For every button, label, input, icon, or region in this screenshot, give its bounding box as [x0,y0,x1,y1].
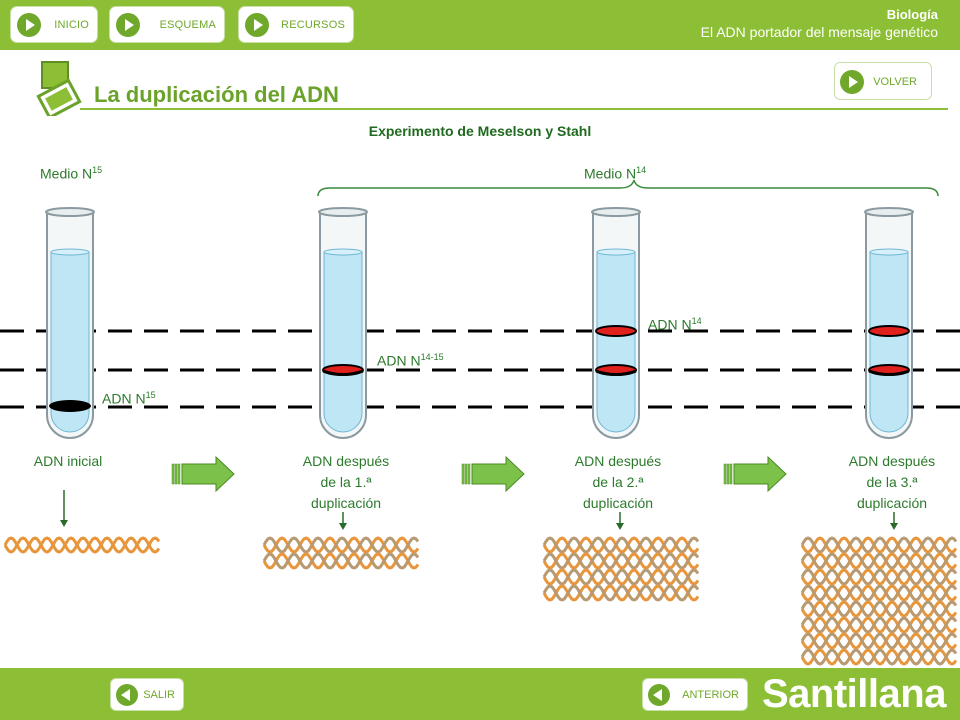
anterior-label: ANTERIOR [682,689,739,701]
dna-helix [800,616,958,634]
subject-name: Biología [886,7,938,22]
dna-band-heavy [49,400,91,412]
pointer-arrow [60,490,68,527]
dna-helix [542,568,700,586]
dna-helix [262,536,420,554]
subject-header: Biología El ADN portador del mensaje gen… [701,7,938,42]
salir-button[interactable]: SALIR [110,678,184,711]
page-title: La duplicación del ADN [94,82,339,107]
dna-helix [800,536,958,554]
volver-label: VOLVER [873,76,917,88]
inicio-label: INICIO [54,19,89,31]
test-tube [318,207,368,439]
test-tube [864,207,914,439]
band-label-n15: ADN N15 [102,390,156,407]
play-icon [17,13,41,37]
medium-n14-label: Medio N14 [584,165,647,182]
dna-helix [542,584,700,602]
dna-band-light [868,325,910,337]
dna-helix [542,552,700,570]
title-divider [80,108,948,110]
anterior-button[interactable]: ANTERIOR [642,678,748,711]
band-label-n14-15: ADN N14-15 [377,352,444,369]
play-icon [245,13,269,37]
unit-name: El ADN portador del mensaje genético [700,24,938,40]
test-tube [591,207,641,439]
pointer-arrow [616,512,624,530]
esquema-label: ESQUEMA [159,19,216,31]
dna-helix [542,536,700,554]
back-icon [116,684,138,706]
dna-helix [800,568,958,586]
pointer-arrow [890,512,898,530]
medium-n15-label: Medio N15 [40,165,103,182]
dna-helix [800,584,958,602]
recursos-button[interactable]: RECURSOS [238,6,354,43]
volver-button[interactable]: VOLVER [834,62,932,100]
salir-label: SALIR [143,689,175,701]
next-stage-arrow [171,455,235,493]
dna-helix [800,552,958,570]
play-icon [116,13,140,37]
experiment-title: Experimento de Meselson y Stahl [368,123,592,139]
n14-medium-brace [317,179,939,197]
pointer-arrow [339,512,347,530]
dna-helix [3,536,161,554]
esquema-button[interactable]: ESQUEMA [109,6,225,43]
next-stage-arrow [461,455,525,493]
dna-helix [800,648,958,666]
next-stage-arrow [723,455,787,493]
test-tube [45,207,95,439]
dna-helix [262,552,420,570]
inicio-button[interactable]: INICIO [10,6,98,43]
dna-helix [800,632,958,650]
dna-helix [800,600,958,618]
play-icon [840,70,864,94]
dna-band-light [595,325,637,337]
band-label-n14: ADN N14 [648,316,702,333]
back-icon [648,684,670,706]
santillana-logo: Santillana [762,672,946,716]
recursos-label: RECURSOS [281,19,345,31]
slide-icon [36,61,82,116]
caption-initial: ADN inicial [33,453,103,469]
